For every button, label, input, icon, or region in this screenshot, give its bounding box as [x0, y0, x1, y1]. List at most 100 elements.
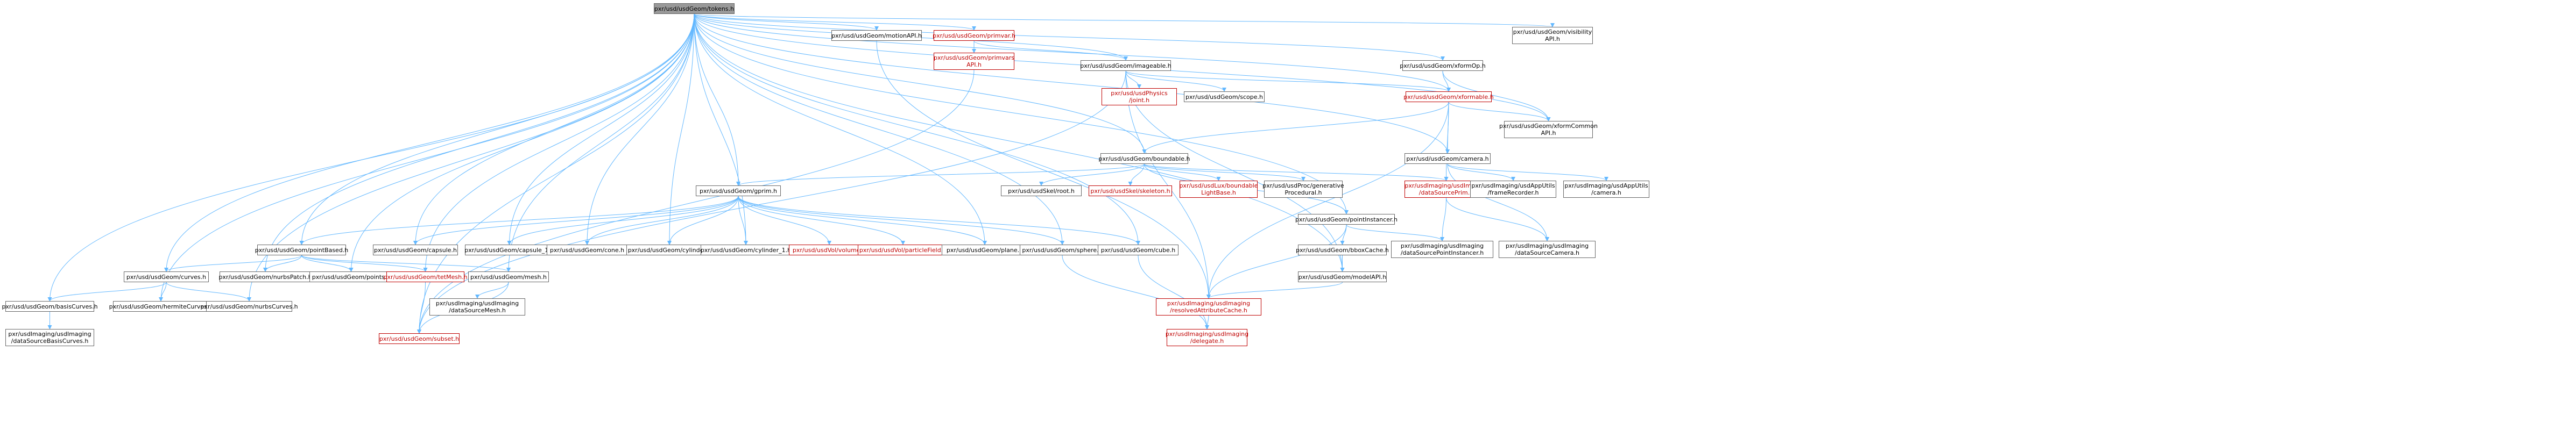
graph-node-xformcommon[interactable]: pxr/usd/usdGeom/xformCommon API.h: [1499, 121, 1598, 138]
graph-edge: [1340, 224, 1347, 245]
graph-node-subset[interactable]: pxr/usd/usdGeom/subset.h: [379, 333, 460, 344]
graph-node-skeleton[interactable]: pxr/usd/usdSkel/skeleton.h: [1089, 185, 1172, 196]
graph-edge: [1125, 70, 1345, 272]
graph-node-capsule[interactable]: pxr/usd/usdGeom/capsule.h: [373, 245, 458, 255]
graph-node-delegate[interactable]: pxr/usdImaging/usdImaging /delegate.h: [1165, 329, 1249, 346]
graph-node-label: pxr/usd/usdGeom/plane.h: [946, 246, 1024, 254]
graph-edge: [506, 13, 695, 272]
graph-edge: [694, 13, 1445, 61]
graph-node-tetmesh[interactable]: pxr/usd/usdGeom/tetMesh.h: [383, 271, 468, 282]
graph-node-modelapi[interactable]: pxr/usd/usdGeom/modelAPI.h: [1298, 271, 1387, 282]
graph-node-label: pxr/usd/usdSkel/skeleton.h: [1090, 187, 1170, 195]
graph-node-label: pxr/usd/usdGeom/imageable.h: [1080, 62, 1171, 69]
graph-node-nurbscurves[interactable]: pxr/usd/usdGeom/nurbsCurves.h: [200, 301, 298, 312]
graph-edge: [1440, 197, 1446, 241]
graph-node-boundlight[interactable]: pxr/usd/usdLux/boundable LightBase.h: [1179, 181, 1258, 198]
graph-node-primvarsapi[interactable]: pxr/usd/usdGeom/primvars API.h: [934, 53, 1014, 70]
graph-node-resolved[interactable]: pxr/usdImaging/usdImaging /resolvedAttri…: [1156, 298, 1261, 316]
graph-edge: [694, 13, 1349, 214]
graph-node-cylinder1[interactable]: pxr/usd/usdGeom/cylinder_1.h: [701, 245, 791, 255]
graph-node-dsmesh[interactable]: pxr/usdImaging/usdImaging /dataSourceMes…: [429, 298, 525, 316]
graph-edge: [585, 196, 739, 245]
graph-edge: [1138, 255, 1209, 329]
graph-node-hermite[interactable]: pxr/usd/usdGeom/hermiteCurves.h: [109, 301, 213, 312]
graph-edge: [694, 13, 1064, 245]
graph-edge: [417, 69, 975, 334]
graph-edge: [507, 13, 695, 245]
graph-edge: [1346, 224, 1444, 241]
graph-edge: [694, 13, 1147, 154]
graph-node-plane[interactable]: pxr/usd/usdGeom/plane.h: [942, 245, 1028, 255]
graph-node-label: pxr/usdImaging/usdImaging /dataSourceBas…: [8, 331, 91, 345]
graph-edge: [694, 13, 879, 31]
graph-node-primvar[interactable]: pxr/usd/usdGeom/primvar.h: [933, 30, 1015, 41]
graph-node-dsbasis[interactable]: pxr/usdImaging/usdImaging /dataSourceBas…: [5, 329, 94, 346]
graph-node-root[interactable]: pxr/usd/usdGeom/tokens.h: [654, 3, 735, 14]
graph-node-sphere[interactable]: pxr/usd/usdGeom/sphere.h: [1020, 245, 1105, 255]
graph-edge: [738, 196, 987, 245]
graph-node-volvolume[interactable]: pxr/usd/usdVol/volume.h: [789, 245, 870, 255]
graph-node-label: pxr/usd/usdGeom/mesh.h: [470, 273, 547, 281]
graph-node-label: pxr/usd/usdGeom/xformable.h: [1403, 93, 1494, 101]
graph-node-skelroot[interactable]: pxr/usd/usdSkel/root.h: [1001, 185, 1082, 196]
graph-edge: [694, 13, 1555, 27]
graph-node-xformable[interactable]: pxr/usd/usdGeom/xformable.h: [1403, 91, 1494, 102]
graph-node-gprim[interactable]: pxr/usd/usdGeom/gprim.h: [696, 185, 781, 196]
graph-node-visibility[interactable]: pxr/usd/usdGeom/visibility API.h: [1512, 27, 1593, 44]
graph-node-label: pxr/usd/usdGeom/boundable.h: [1098, 155, 1190, 162]
graph-node-label: pxr/usd/usdGeom/cylinder.h: [627, 246, 711, 254]
graph-edge: [417, 70, 1126, 334]
graph-edge: [301, 255, 511, 272]
graph-node-label: pxr/usd/usdGeom/subset.h: [379, 335, 460, 342]
graph-edge: [667, 13, 695, 245]
graph-node-cube[interactable]: pxr/usd/usdGeom/cube.h: [1098, 245, 1178, 255]
graph-node-label: pxr/usd/usdGeom/motionAPI.h: [831, 32, 922, 39]
graph-node-volfield[interactable]: pxr/usd/usdVol/particleField.h: [858, 245, 948, 255]
graph-node-motionapi[interactable]: pxr/usd/usdGeom/motionAPI.h: [831, 30, 922, 41]
graph-node-label: pxr/usd/usdGeom/capsule.h: [374, 246, 457, 254]
graph-edge: [667, 196, 739, 245]
graph-node-pointbased[interactable]: pxr/usd/usdGeom/pointBased.h: [255, 245, 348, 255]
graph-node-framerec[interactable]: pxr/usdImaging/usdAppUtils /frameRecorde…: [1470, 181, 1556, 198]
graph-edge: [1144, 163, 1449, 181]
graph-edge: [1125, 70, 1451, 92]
graph-node-label: pxr/usd/usdGeom/nurbsCurves.h: [200, 303, 298, 310]
graph-node-imageable[interactable]: pxr/usd/usdGeom/imageable.h: [1080, 60, 1171, 71]
graph-node-basiscurves[interactable]: pxr/usd/usdGeom/basisCurves.h: [2, 301, 98, 312]
graph-node-cone[interactable]: pxr/usd/usdGeom/cone.h: [547, 245, 627, 255]
graph-node-ptinstancer[interactable]: pxr/usd/usdGeom/pointInstancer.h: [1295, 214, 1398, 225]
graph-edge: [1128, 163, 1145, 186]
graph-node-points[interactable]: pxr/usd/usdGeom/points.h: [309, 271, 393, 282]
graph-node-appcamera[interactable]: pxr/usdImaging/usdAppUtils /camera.h: [1563, 181, 1649, 198]
graph-node-mesh[interactable]: pxr/usd/usdGeom/mesh.h: [468, 271, 549, 282]
graph-node-capsule1[interactable]: pxr/usd/usdGeom/capsule_1.h: [464, 245, 554, 255]
graph-edge: [694, 13, 1345, 272]
graph-node-physjoint[interactable]: pxr/usd/usdPhysics /joint.h: [1102, 88, 1177, 105]
graph-node-label: pxr/usd/usdGeom/primvars API.h: [933, 54, 1015, 68]
graph-node-bboxcache[interactable]: pxr/usd/usdGeom/bboxCache.h: [1296, 245, 1389, 255]
graph-node-nurbspatch[interactable]: pxr/usd/usdGeom/nurbsPatch.h: [218, 271, 312, 282]
graph-node-dsptinst[interactable]: pxr/usdImaging/usdImaging /dataSourcePoi…: [1391, 241, 1493, 258]
graph-node-camera[interactable]: pxr/usd/usdGeom/camera.h: [1405, 153, 1491, 164]
graph-node-label: pxr/usdImaging/usdImaging /dataSourcePoi…: [1400, 242, 1484, 256]
graph-node-xformop[interactable]: pxr/usd/usdGeom/xformOp.h: [1400, 60, 1486, 71]
graph-edge: [301, 255, 428, 272]
graph-node-label: pxr/usd/usdProc/generative Procedural.h: [1262, 182, 1344, 196]
graph-edge: [1206, 282, 1343, 299]
graph-node-label: pxr/usdImaging/usdImaging /dataSourcePri…: [1405, 182, 1488, 196]
graph-edge: [417, 13, 695, 334]
graph-node-cylinder[interactable]: pxr/usd/usdGeom/cylinder.h: [626, 245, 712, 255]
graph-edge: [1448, 102, 1551, 121]
graph-node-scope[interactable]: pxr/usd/usdGeom/scope.h: [1184, 91, 1265, 102]
graph-node-boundable[interactable]: pxr/usd/usdGeom/boundable.h: [1098, 153, 1190, 164]
graph-edge: [475, 282, 509, 299]
graph-node-label: pxr/usd/usdGeom/modelAPI.h: [1298, 273, 1387, 281]
graph-node-dscamera[interactable]: pxr/usdImaging/usdImaging /dataSourceCam…: [1499, 241, 1596, 258]
graph-node-label: pxr/usdImaging/usdImaging /delegate.h: [1165, 331, 1249, 345]
graph-node-label: pxr/usdImaging/usdImaging /resolvedAttri…: [1167, 300, 1251, 314]
graph-node-curves[interactable]: pxr/usd/usdGeom/curves.h: [124, 271, 209, 282]
graph-edge: [694, 13, 976, 31]
graph-node-genproc[interactable]: pxr/usd/usdProc/generative Procedural.h: [1262, 181, 1344, 198]
graph-edge: [263, 13, 695, 272]
graph-edge: [47, 13, 695, 302]
